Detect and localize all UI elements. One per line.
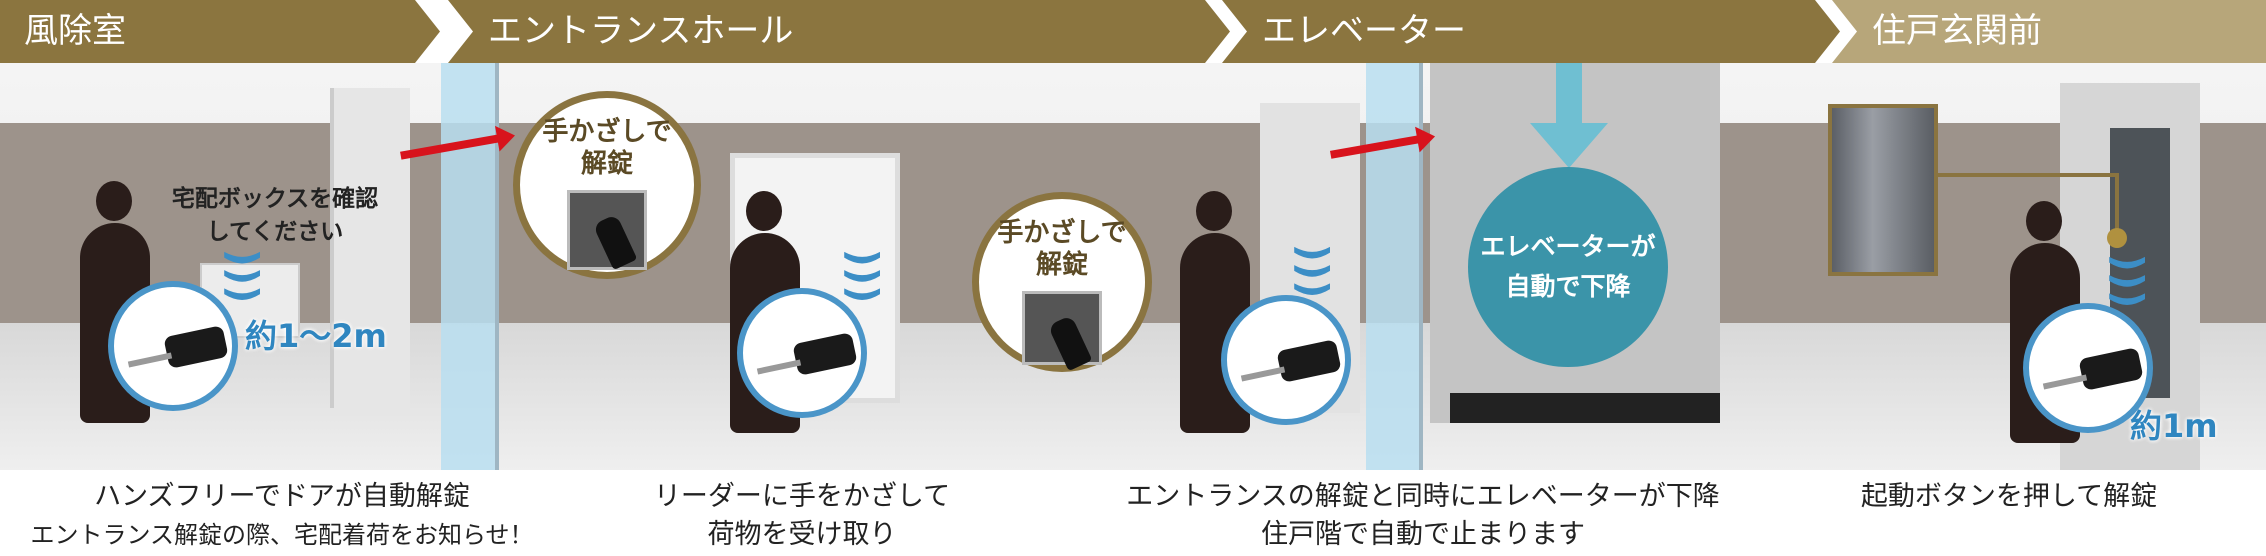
- handsfree-key-bubble: [108, 281, 238, 411]
- distance-label: 約1m: [2130, 407, 2218, 445]
- step-unit-entrance: 住戸玄関前: [1832, 0, 2266, 63]
- handsfree-key-bubble: [737, 288, 867, 418]
- down-arrow-icon: [1556, 63, 1582, 123]
- caption-line: エントランスの解錠と同時にエレベーターが下降: [1126, 481, 1720, 512]
- caption-unit-entrance: 起動ボタンを押して解錠: [1861, 478, 2157, 516]
- caption-elevator: エントランスの解錠と同時にエレベーターが下降住戸階で自動で止まります: [1126, 478, 1719, 554]
- distance-label: 約1～2m: [245, 317, 387, 355]
- caption-vestibule: ハンズフリーでドアが自動解錠エントランス解錠の際、宅配着荷をお知らせ！: [30, 478, 533, 554]
- caption-entrance-hall: リーダーに手をかざして荷物を受け取り: [654, 478, 950, 554]
- bubble-text: 手かざしで: [542, 117, 672, 147]
- badge-text: 自動で下降: [1505, 272, 1631, 301]
- handsfree-key-bubble: [2023, 303, 2153, 433]
- wireless-signal-icon: ))): [839, 248, 886, 304]
- step-elevator: エレベーター: [1222, 0, 1840, 63]
- caption-line: エントランス解錠の際、宅配着荷をお知らせ！: [30, 521, 534, 549]
- caption-line: ハンズフリーでドアが自動解錠: [94, 481, 470, 512]
- step-vestibule: 風除室: [0, 0, 440, 63]
- vestibule-notice: 宅配ボックスを確認してください: [171, 186, 379, 245]
- caption-line: 荷物を受け取り: [707, 519, 897, 550]
- elevator-glass-door: [1366, 63, 1423, 470]
- reader-icon: [567, 190, 647, 270]
- bubble-text: 解錠: [580, 149, 633, 179]
- caption-line: リーダーに手をかざして: [653, 481, 951, 512]
- hand-over-reader-bubble: 手かざしで 解錠: [972, 192, 1152, 372]
- handsfree-key-bubble: [1221, 295, 1351, 425]
- reader-icon: [1022, 291, 1102, 365]
- caption-line: 住戸階で自動で止まります: [1261, 519, 1585, 550]
- start-button-dot: [2107, 228, 2127, 248]
- wireless-signal-icon: ))): [219, 248, 266, 304]
- wireless-signal-icon: ))): [1289, 243, 1336, 299]
- vestibule-door-wall: [330, 88, 410, 408]
- bubble-text: 手かざしで: [997, 218, 1127, 248]
- step-title: 風除室: [24, 11, 126, 51]
- badge-text: エレベーターが: [1480, 232, 1656, 261]
- bubble-text: 解錠: [1035, 250, 1088, 280]
- door-lock-photo: [1828, 104, 1938, 276]
- down-arrow-head: [1530, 123, 1608, 168]
- illustration-scene: 宅配ボックスを確認してください ))) ))) ))) ))) 約1～2m 約1…: [0, 63, 2266, 470]
- step-title: エントランスホール: [488, 11, 794, 51]
- entrance-glass-door: [441, 63, 499, 470]
- step-entrance-hall: エントランスホール: [448, 0, 1230, 63]
- callout-line: [1938, 173, 2118, 177]
- elevator-car-bottom: [1450, 393, 1720, 423]
- callout-line: [2115, 173, 2119, 233]
- step-title: 住戸玄関前: [1872, 11, 2042, 51]
- wireless-signal-icon: ))): [2104, 253, 2151, 309]
- step-title: エレベーター: [1262, 11, 1466, 51]
- caption-line: 起動ボタンを押して解錠: [1860, 481, 2158, 512]
- hand-over-reader-bubble: 手かざしで 解錠: [513, 91, 701, 279]
- elevator-descend-badge: エレベーターが 自動で下降: [1468, 167, 1668, 367]
